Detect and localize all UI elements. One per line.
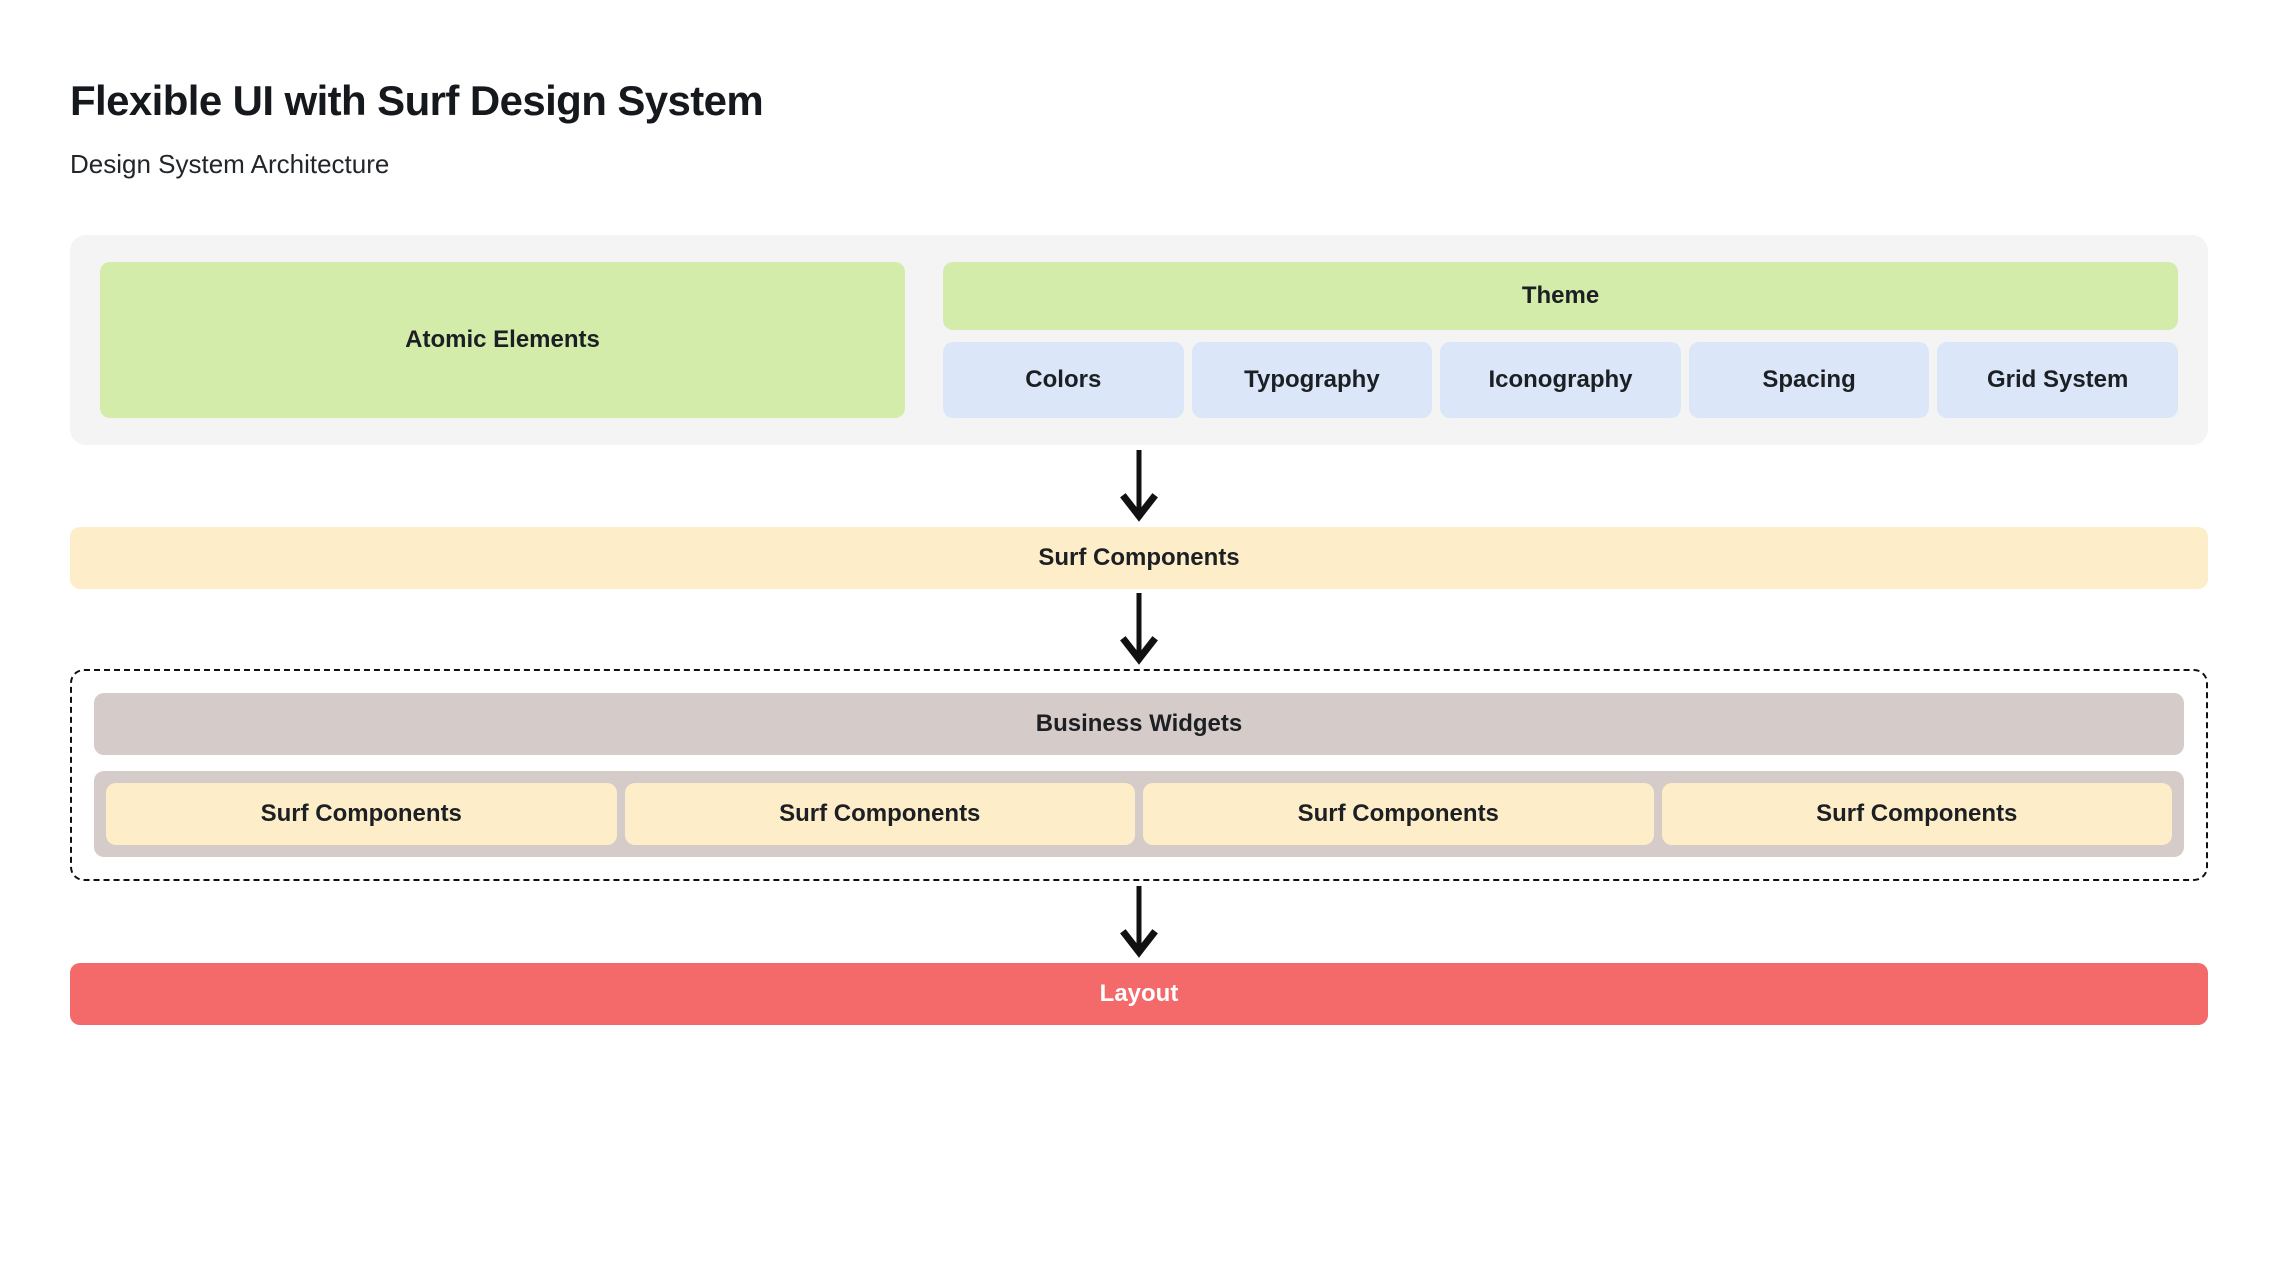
down-arrow-icon bbox=[1120, 885, 1158, 958]
page-title: Flexible UI with Surf Design System bbox=[70, 77, 764, 124]
business-widgets-frame: Business Widgets Surf Components Surf Co… bbox=[70, 668, 2208, 881]
page-subtitle: Design System Architecture bbox=[70, 149, 390, 180]
theme-column: Theme Colors Typography Iconography Spac… bbox=[943, 261, 2178, 418]
theme-token-row: Colors Typography Iconography Spacing Gr… bbox=[943, 341, 2178, 418]
foundation-layer-panel: Atomic Elements Theme Colors Typography … bbox=[70, 234, 2208, 445]
layout-bar[interactable]: Layout bbox=[70, 962, 2208, 1025]
widgets-component-tray: Surf Components Surf Components Surf Com… bbox=[94, 770, 2184, 857]
down-arrow-icon bbox=[1120, 449, 1158, 522]
arrow-foundation-to-components bbox=[70, 445, 2208, 527]
surf-components-bar[interactable]: Surf Components bbox=[70, 526, 2208, 589]
arrow-widgets-to-layout bbox=[70, 881, 2208, 963]
down-arrow-icon bbox=[1120, 592, 1158, 665]
theme-token-typography[interactable]: Typography bbox=[1191, 341, 1433, 418]
theme-token-iconography[interactable]: Iconography bbox=[1440, 341, 1681, 418]
widget-surf-component-3[interactable]: Surf Components bbox=[1143, 782, 1654, 845]
widget-surf-component-1[interactable]: Surf Components bbox=[106, 782, 617, 845]
theme-token-grid-system[interactable]: Grid System bbox=[1937, 341, 2178, 418]
theme-token-spacing[interactable]: Spacing bbox=[1688, 341, 1930, 418]
widget-surf-component-4[interactable]: Surf Components bbox=[1661, 782, 2172, 845]
business-widgets-bar[interactable]: Business Widgets bbox=[94, 692, 2184, 755]
atomic-elements-box[interactable]: Atomic Elements bbox=[100, 261, 905, 418]
theme-box[interactable]: Theme bbox=[943, 261, 2178, 330]
widget-surf-component-2[interactable]: Surf Components bbox=[624, 782, 1135, 845]
page-header: Flexible UI with Surf Design System Desi… bbox=[70, 0, 2208, 179]
theme-token-colors[interactable]: Colors bbox=[943, 341, 1184, 418]
arrow-components-to-widgets bbox=[70, 589, 2208, 669]
